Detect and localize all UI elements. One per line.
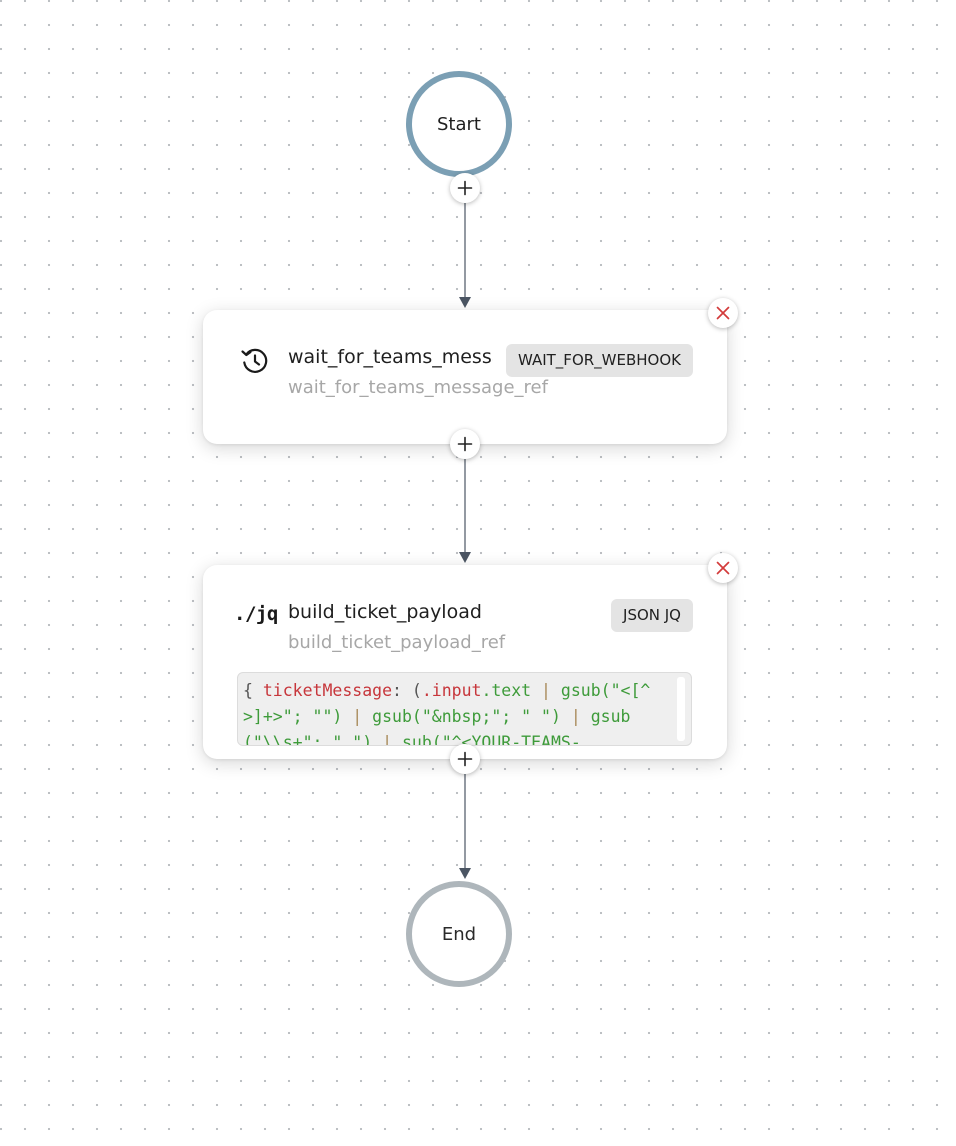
task-type-badge: JSON JQ	[611, 599, 693, 632]
end-node[interactable]: End	[406, 881, 512, 987]
edge-arrow-head	[459, 297, 471, 308]
edge-arrow-head	[459, 552, 471, 563]
edge-arrow-head	[459, 868, 471, 879]
task-node-json-jq[interactable]: ./jq build_ticket_payload build_ticket_p…	[203, 565, 727, 759]
task-name: wait_for_teams_message	[288, 346, 493, 368]
jq-icon: ./jq	[234, 603, 278, 625]
task-reference-name: build_ticket_payload_ref	[288, 632, 506, 653]
code-token: gsub("\\s+"; " ")	[243, 707, 631, 746]
delete-task-button[interactable]	[708, 553, 738, 583]
code-token: .input	[421, 681, 482, 700]
add-task-button[interactable]	[450, 173, 480, 203]
add-task-button[interactable]	[450, 744, 480, 774]
start-label: Start	[437, 113, 481, 135]
code-token: |	[342, 707, 373, 726]
code-token: {	[243, 681, 263, 700]
close-icon	[716, 306, 730, 320]
code-token: |	[372, 733, 402, 746]
code-token: gsub("&nbsp;"; " ")	[372, 707, 561, 726]
start-node[interactable]: Start	[406, 71, 512, 177]
code-token: sub("^<YOUR-TEAMS-	[401, 733, 581, 746]
plus-icon	[457, 180, 473, 196]
close-icon	[716, 561, 730, 575]
scrollbar[interactable]	[677, 677, 685, 741]
delete-task-button[interactable]	[708, 298, 738, 328]
plus-icon	[457, 436, 473, 452]
task-reference-name: wait_for_teams_message_ref	[288, 377, 548, 398]
code-token: ticketMessage	[262, 681, 393, 700]
task-name: build_ticket_payload	[288, 601, 482, 623]
code-token: : (	[392, 681, 422, 700]
code-token: |	[531, 681, 561, 700]
end-label: End	[441, 923, 477, 945]
add-task-button[interactable]	[450, 429, 480, 459]
plus-icon	[457, 751, 473, 767]
task-node-wait-for-webhook[interactable]: wait_for_teams_message wait_for_teams_me…	[203, 310, 727, 444]
clock-refresh-icon	[238, 344, 272, 378]
task-type-badge: WAIT_FOR_WEBHOOK	[505, 344, 693, 377]
code-token: gsub("<[^>]+>"; "")	[243, 681, 651, 726]
code-token: |	[560, 707, 591, 726]
jq-expression-preview[interactable]: { ticketMessage: (.input.text | gsub("<[…	[237, 672, 692, 746]
code-token: .text	[481, 681, 532, 700]
